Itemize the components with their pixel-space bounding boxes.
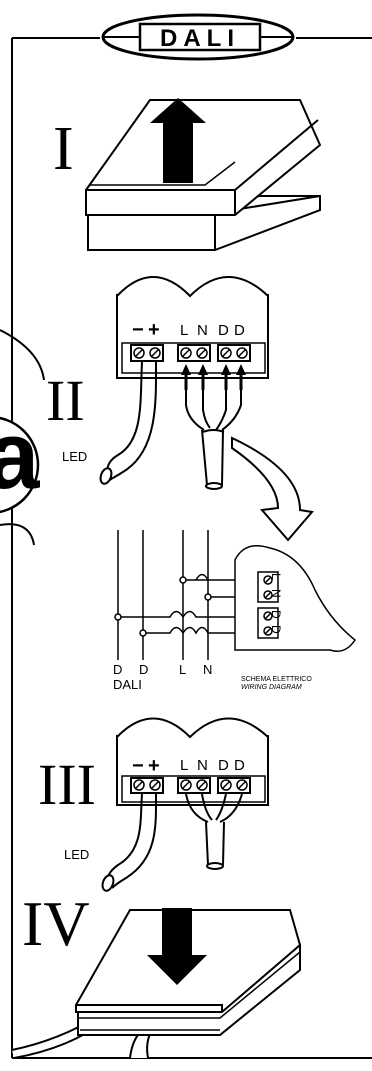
- terminal-l: L: [180, 322, 189, 339]
- terminal-d1-step3: D: [218, 757, 229, 774]
- terminal-minus-step3: −: [132, 755, 144, 777]
- diagram-terminal-d1: D: [269, 610, 283, 619]
- step-1-numeral: I: [53, 115, 74, 183]
- step1-device: [85, 98, 322, 251]
- step-4-numeral: IV: [22, 888, 90, 959]
- side-badge: [0, 329, 45, 546]
- terminal-n: N: [197, 322, 208, 339]
- diagram-caption-en: WIRING DIAGRAM: [241, 684, 302, 691]
- terminal-l-step3: L: [180, 757, 189, 774]
- page-frame: [11, 37, 372, 1059]
- step3-screws: [133, 779, 248, 791]
- terminal-plus: +: [148, 319, 160, 341]
- led-label-step2: LED: [62, 449, 88, 464]
- diagram-terminal-n: N: [269, 589, 283, 598]
- led-label-step3: LED: [64, 847, 90, 862]
- bus-label-d2: D: [139, 662, 149, 677]
- terminal-d2: D: [234, 322, 245, 339]
- terminal-n-step3: N: [197, 757, 208, 774]
- step2-insert-arrows: [181, 364, 246, 390]
- diagram-terminal-d2: D: [269, 625, 283, 634]
- step2-screws: [133, 347, 248, 359]
- step-3-numeral: III: [38, 752, 96, 817]
- step3-cables: [101, 793, 243, 892]
- step-2-numeral: II: [46, 368, 85, 433]
- step4-device: [11, 908, 302, 1059]
- terminal-d1: D: [218, 322, 229, 339]
- side-letter: a: [0, 402, 40, 509]
- bus-label-l: L: [179, 662, 187, 677]
- terminal-d2-step3: D: [234, 757, 245, 774]
- diagram-caption-it: SCHEMA ELETTRICO: [241, 676, 312, 683]
- down-arrow-icon: [147, 908, 207, 985]
- terminal-minus: −: [132, 319, 144, 341]
- dali-logo: DALI: [101, 13, 295, 61]
- bus-label-d1: D: [113, 662, 123, 677]
- wiring-nodes: [114, 576, 212, 637]
- step2-led-cable: [99, 361, 158, 485]
- curved-arrow-icon: [231, 436, 314, 542]
- terminal-plus-step3: +: [148, 755, 160, 777]
- bus-label-n: N: [203, 662, 213, 677]
- wiring-diagram: [117, 530, 262, 660]
- dali-logo-text: DALI: [160, 25, 240, 52]
- bus-group-label: DALI: [113, 677, 142, 692]
- step2-mains-cable: [185, 382, 242, 490]
- up-arrow-icon: [150, 98, 206, 183]
- diagram-terminal-block: [234, 545, 357, 652]
- diagram-terminal-l: L: [269, 573, 283, 580]
